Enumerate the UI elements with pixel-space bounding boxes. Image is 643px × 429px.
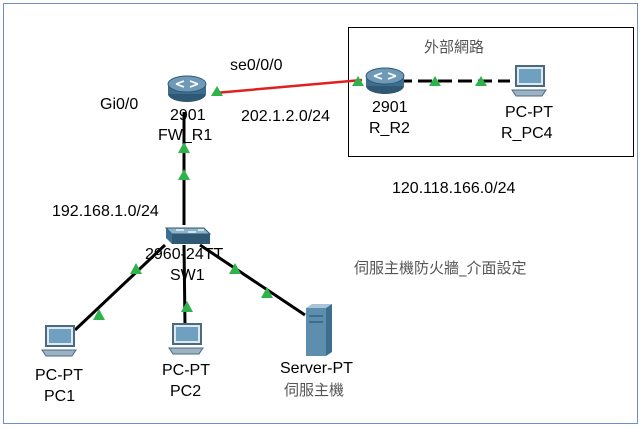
zone-title: 外部網路 [424,38,485,56]
pc2-model: PC-PT [162,362,210,379]
diagram-frame [3,3,638,424]
r-pc4-model: PC-PT [505,104,553,121]
link-up-icon [352,76,364,86]
link-up-icon [178,142,190,153]
link-up-icon [93,309,105,320]
router-icon[interactable] [364,64,406,96]
link-up-icon [229,263,241,274]
sw1-name: SW1 [170,267,205,284]
pc2-name: PC2 [170,383,202,400]
fw-r1-name: FW_R1 [158,127,213,144]
link-fw-r2-serial[interactable] [214,78,363,95]
r-r2-name: R_R2 [369,120,410,137]
link-up-icon [130,263,142,274]
note-label: 伺服主機防火牆_介面設定 [354,259,527,277]
link-up-icon [475,76,487,86]
interface-label-serial: se0/0/0 [230,57,283,74]
switch-icon[interactable] [162,220,212,248]
link-up-icon [181,301,193,312]
link-status-indicators [93,76,487,320]
pc1-name: PC1 [44,388,76,405]
link-up-icon [261,287,273,298]
pc-icon[interactable] [40,324,78,360]
link-up-icon [429,76,441,86]
server-model: Server-PT [280,360,353,377]
r-pc4-name: R_PC4 [501,125,553,142]
sw1-model: 2960-24TT [145,246,224,263]
router-icon[interactable] [166,72,208,104]
link-up-icon [211,86,223,96]
server-icon[interactable] [304,302,334,358]
link-sw1-server[interactable] [199,243,306,317]
pc-icon[interactable] [167,322,205,358]
network-label-lan: 192.168.1.0/24 [52,203,159,220]
fw-r1-model: 2901 [170,107,206,124]
network-label-wan: 202.1.2.0/24 [241,108,330,125]
server-name: 伺服主機 [284,381,345,399]
r-r2-model: 2901 [372,99,408,116]
interface-label-gig: Gi0/0 [100,96,139,113]
network-label-external: 120.118.166.0/24 [392,180,516,197]
link-sw1-pc1[interactable] [73,243,167,332]
pc-icon[interactable] [510,64,548,100]
pc1-model: PC-PT [35,367,83,384]
link-up-icon [178,169,190,180]
